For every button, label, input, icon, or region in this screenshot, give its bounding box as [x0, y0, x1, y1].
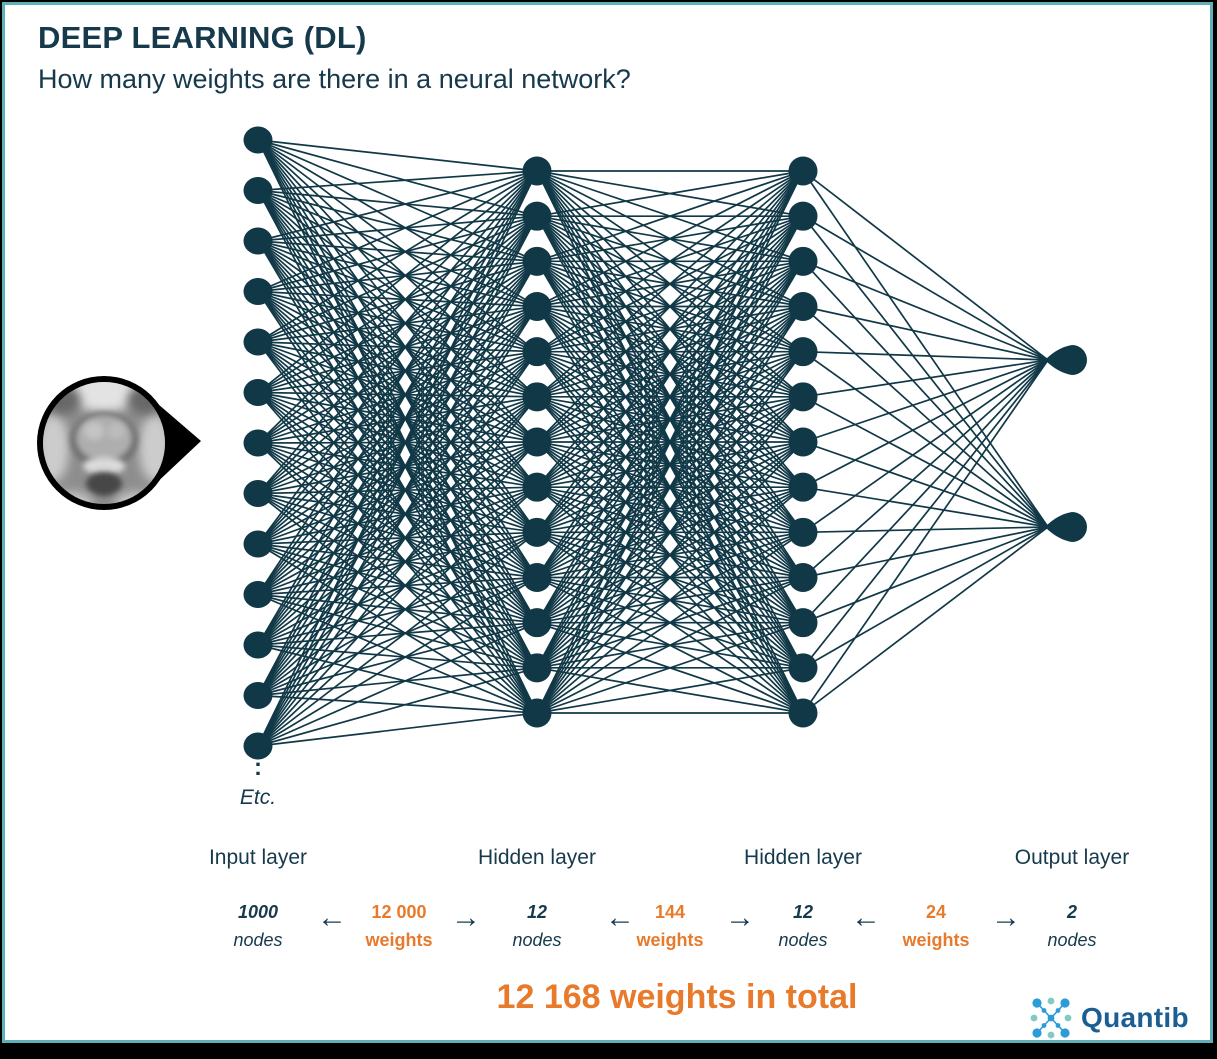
- weight-count-value: 144: [654, 902, 686, 922]
- node-count-hidden-2: 12 nodes: [778, 898, 827, 954]
- etc-label: Etc.: [239, 786, 277, 809]
- weight-count-value: 12 000: [371, 902, 427, 922]
- layer-label-output: Output layer: [1014, 846, 1130, 869]
- node-count-hidden-1: 12 nodes: [512, 898, 561, 954]
- arrow-right-icon: →: [991, 901, 1021, 934]
- layer-label-hidden-1: Hidden layer: [478, 846, 596, 869]
- weight-count-word: weights: [365, 930, 433, 950]
- node-count-value: 12: [526, 902, 548, 922]
- node-count-input: 1000 nodes: [233, 898, 282, 954]
- arrow-left-icon: ←: [605, 901, 635, 934]
- quantib-logo-text: Quantib: [1081, 1002, 1189, 1033]
- node-count-word: nodes: [512, 930, 562, 950]
- node-count-word: nodes: [233, 930, 283, 950]
- arrow-right-icon: →: [451, 901, 481, 934]
- layer-label-hidden-2: Hidden layer: [744, 846, 862, 869]
- node-count-value: 1000: [237, 902, 279, 922]
- quantib-dots-icon: [1030, 997, 1072, 1039]
- arrow-left-icon: ←: [317, 901, 347, 934]
- weight-count-3: 24 weights: [902, 898, 969, 954]
- arrow-left-icon: ←: [851, 901, 881, 934]
- node-count-word: nodes: [1047, 930, 1097, 950]
- weight-count-word: weights: [902, 930, 970, 950]
- page-title: DEEP LEARNING (DL): [38, 20, 367, 55]
- page-subtitle: How many weights are there in a neural n…: [38, 64, 631, 94]
- weight-count-1: 12 000 weights: [365, 898, 432, 954]
- total-weights-label: 12 168 weights in total: [496, 978, 858, 1016]
- node-count-output: 2 nodes: [1047, 898, 1096, 954]
- weight-count-value: 24: [925, 902, 947, 922]
- weight-count-word: weights: [636, 930, 704, 950]
- arrow-right-icon: →: [725, 901, 755, 934]
- mri-scan-image: [37, 376, 201, 510]
- quantib-logo: Quantib: [1028, 994, 1189, 1042]
- node-count-word: nodes: [778, 930, 828, 950]
- weight-count-2: 144 weights: [636, 898, 703, 954]
- node-count-value: 12: [792, 902, 814, 922]
- node-count-value: 2: [1066, 902, 1078, 922]
- layer-label-input: Input layer: [208, 846, 308, 869]
- ellipsis-dots: :: [254, 754, 262, 781]
